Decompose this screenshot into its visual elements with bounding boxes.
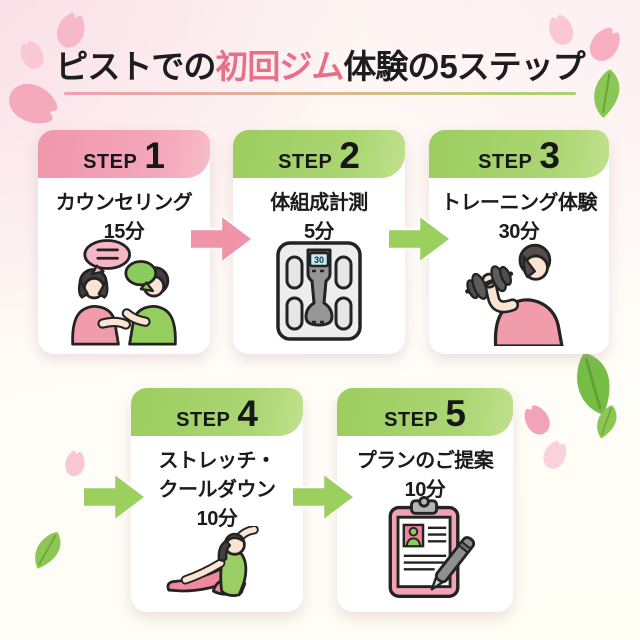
leaf-icon [577, 352, 610, 416]
step-label: STEP [478, 151, 533, 173]
step-3-duration: 30分 [498, 221, 540, 243]
step-2-duration: 5分 [303, 221, 335, 243]
petal-icon [524, 405, 550, 435]
step-2-header: STEP 2 [233, 130, 405, 178]
step-number: 1 [144, 135, 165, 176]
step-label: STEP [83, 151, 138, 173]
title-post: 体験の5ステップ [343, 48, 585, 85]
step-5-name: プランのご提案 [356, 450, 494, 472]
page-title: ピストでの初回ジム体験の5ステップ [0, 40, 640, 88]
step-label: STEP [384, 409, 439, 431]
leaf-icon [597, 405, 617, 439]
title-pre: ピストでの [55, 48, 216, 85]
title-underline [64, 92, 576, 95]
step-number: 5 [445, 393, 466, 434]
step-4-card: STEP 4 ストレッチ・ クールダウン 10分 [131, 388, 303, 612]
step-2-card: STEP 2 体組成計測 5分 30 [233, 130, 405, 354]
step-5-header: STEP 5 [337, 388, 513, 436]
step-label: STEP [176, 409, 231, 431]
step-number: 4 [237, 393, 258, 434]
stretching-illustration [131, 526, 303, 604]
body-composition-scale-illustration: 30 [233, 238, 405, 346]
step-5-text: プランのご提案 10分 [337, 447, 513, 505]
step-1-card: STEP 1 カウンセリング 15分 [38, 130, 210, 354]
step-1-duration: 15分 [103, 221, 145, 243]
title-highlight: 初回ジム [215, 48, 344, 85]
step-number: 2 [339, 135, 360, 176]
step-3-text: トレーニング体験 30分 [429, 189, 609, 247]
step-4-name-line2: クールダウン [158, 479, 277, 501]
step-4-name: ストレッチ・ [158, 450, 277, 472]
scale-display-value: 30 [314, 255, 324, 265]
step-4-text: ストレッチ・ クールダウン 10分 [131, 447, 303, 534]
dumbbell-training-illustration [429, 234, 609, 346]
counseling-illustration [38, 234, 210, 346]
step-5-card: STEP 5 プランのご提案 10分 [337, 388, 513, 612]
step-1-header: STEP 1 [38, 130, 210, 178]
petal-icon [65, 450, 85, 477]
step-label: STEP [278, 151, 333, 173]
plan-clipboard-illustration [337, 496, 513, 604]
step-1-name: カウンセリング [55, 192, 193, 214]
step-number: 3 [539, 135, 560, 176]
step-1-text: カウンセリング 15分 [38, 189, 210, 247]
petal-icon [543, 440, 567, 469]
step-5-duration: 10分 [404, 479, 446, 501]
step-3-name: トレーニング体験 [441, 192, 598, 214]
step-3-header: STEP 3 [429, 130, 609, 178]
step-2-text: 体組成計測 5分 [233, 189, 405, 247]
leaf-icon [35, 532, 61, 569]
step-4-header: STEP 4 [131, 388, 303, 436]
step-2-name: 体組成計測 [270, 192, 368, 214]
step-4-duration: 10分 [196, 508, 238, 530]
step-3-card: STEP 3 トレーニング体験 30分 [429, 130, 609, 354]
